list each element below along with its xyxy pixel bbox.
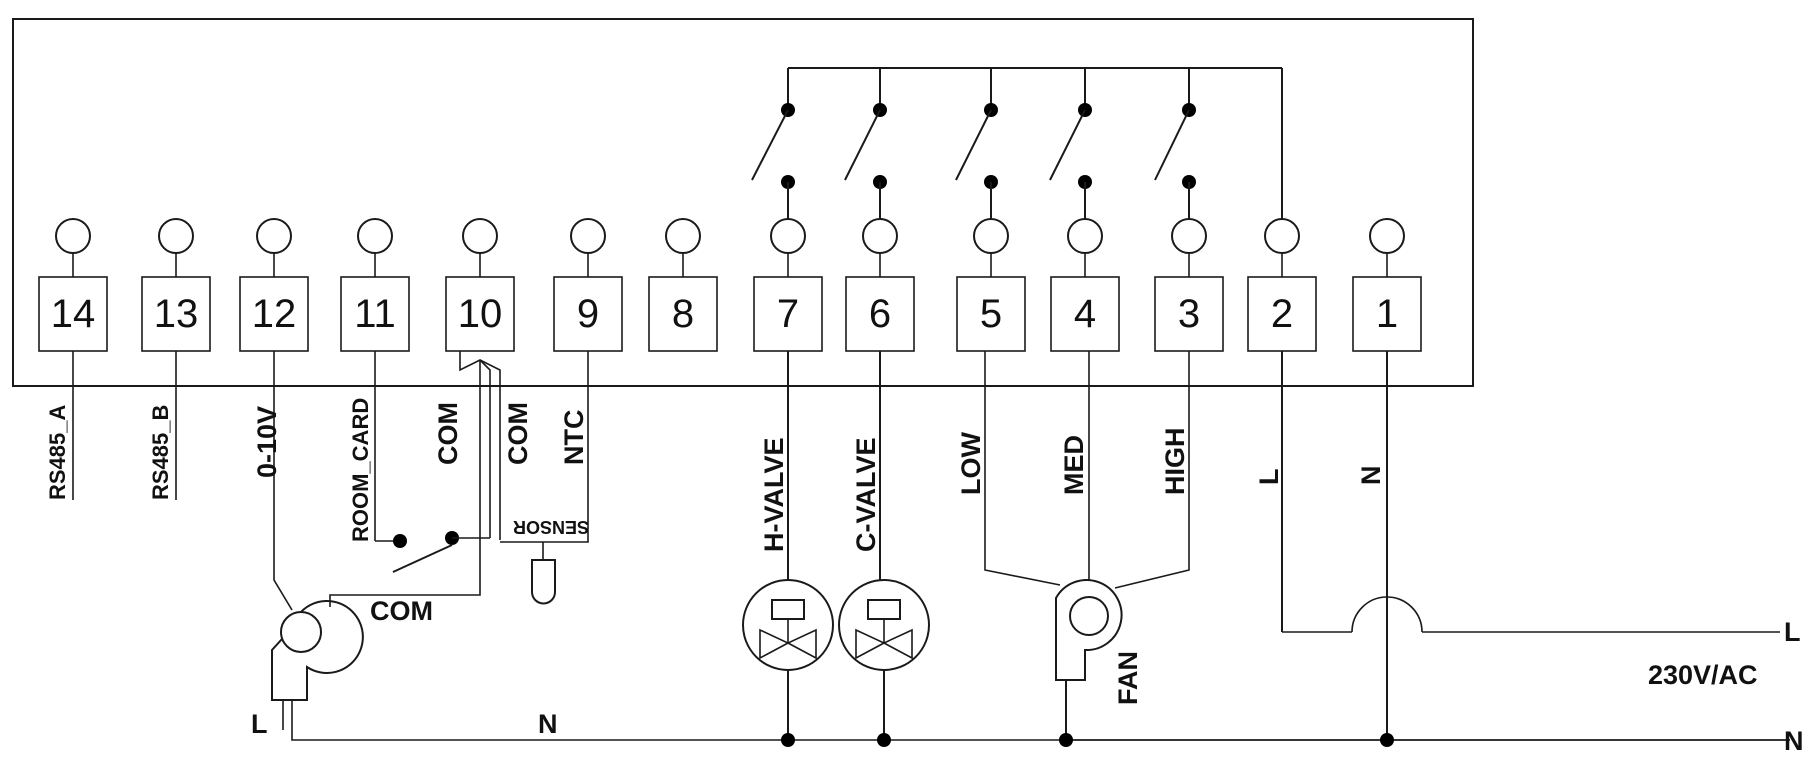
terminal-7: 7 <box>753 218 823 352</box>
terminal-screw-icon <box>462 218 498 254</box>
label-rs485-a: RS485_A <box>45 404 70 500</box>
terminal-block: 14 13 12 11 10 9 8 7 6 5 4 3 2 1 <box>38 218 1422 352</box>
terminal-box <box>845 276 915 352</box>
terminal-number: 8 <box>672 292 694 336</box>
terminal-4: 4 <box>1050 218 1120 352</box>
terminal-number: 2 <box>1271 292 1293 336</box>
terminal-box <box>141 276 211 352</box>
terminal-number: 11 <box>354 292 396 336</box>
label-line-end: L <box>1784 617 1801 647</box>
terminal-box <box>553 276 623 352</box>
terminal-number: 6 <box>869 292 891 336</box>
label-fan: FAN <box>1113 651 1143 705</box>
relay-contact-t6 <box>844 103 887 222</box>
label-neutral-end: N <box>1784 726 1804 756</box>
relay-contact-t4 <box>1049 103 1092 222</box>
terminal-box <box>956 276 1026 352</box>
signal-labels: RS485_A RS485_B 0-10V ROOM_CARD COM COM … <box>45 398 1386 705</box>
actuator-0-10v <box>271 351 1790 741</box>
terminal-box <box>1050 276 1120 352</box>
terminal-number: 9 <box>577 292 599 336</box>
relay-contacts <box>751 103 1196 222</box>
terminal-number: 14 <box>51 292 96 336</box>
fan-motor <box>984 351 1190 740</box>
terminal-5: 5 <box>956 218 1026 352</box>
terminal-box <box>1154 276 1224 352</box>
terminal-number: 5 <box>980 292 1002 336</box>
label-0-10v: 0-10V <box>252 406 282 478</box>
terminal-8: 8 <box>648 218 718 352</box>
terminal-2: 2 <box>1247 218 1317 352</box>
terminal-number: 4 <box>1074 292 1096 336</box>
terminal-12: 12 <box>239 218 309 352</box>
terminal-screw-icon <box>357 218 393 254</box>
terminal-screw-icon <box>1264 218 1300 254</box>
neutral-junctions <box>781 733 1394 747</box>
terminal-screw-icon <box>158 218 194 254</box>
relay-contact-t5 <box>955 103 998 222</box>
label-room-card: ROOM_CARD <box>348 398 373 542</box>
terminal-screw-icon <box>1369 218 1405 254</box>
label-n-t1: N <box>1356 466 1386 486</box>
label-l-t2: L <box>1254 469 1284 486</box>
terminal-screw-icon <box>1171 218 1207 254</box>
terminal-screw-icon <box>1067 218 1103 254</box>
label-supply-voltage: 230V/AC <box>1648 660 1758 690</box>
terminal-screw-icon <box>256 218 292 254</box>
terminal-number: 7 <box>777 292 799 336</box>
terminal-box <box>38 276 108 352</box>
label-c-valve: C-VALVE <box>851 438 881 553</box>
terminal-screw-icon <box>973 218 1009 254</box>
terminal-10: 10 <box>445 218 515 352</box>
label-low: LOW <box>956 432 986 495</box>
label-neutral-mid: N <box>538 709 558 739</box>
terminal-3: 3 <box>1154 218 1224 352</box>
terminal-box <box>445 276 515 352</box>
terminal-wires <box>72 351 1388 740</box>
terminal-number: 13 <box>154 292 199 336</box>
terminal-1: 1 <box>1352 218 1422 352</box>
terminal-number: 1 <box>1376 292 1398 336</box>
terminal-box <box>1247 276 1317 352</box>
terminal-screw-icon <box>665 218 701 254</box>
terminal-box <box>340 276 410 352</box>
label-com-t10: COM <box>433 402 463 465</box>
terminal-6: 6 <box>845 218 915 352</box>
ntc-sensor <box>500 465 589 605</box>
label-high: HIGH <box>1160 428 1190 496</box>
terminal-number: 3 <box>1178 292 1200 336</box>
room-card-switch <box>392 351 501 573</box>
terminal-number: 12 <box>252 292 297 336</box>
supply-lines <box>1066 596 1790 741</box>
terminal-screw-icon <box>55 218 91 254</box>
terminal-screw-icon <box>862 218 898 254</box>
relay-contact-t7 <box>751 103 795 222</box>
terminal-11: 11 <box>340 218 410 352</box>
c-valve-symbol <box>838 579 930 740</box>
label-com-t9: COM <box>503 402 533 465</box>
terminal-13: 13 <box>141 218 211 352</box>
terminal-9: 9 <box>553 218 623 352</box>
label-h-valve: H-VALVE <box>759 438 789 553</box>
external-labels: COM L N L 230V/AC N <box>251 596 1804 756</box>
label-com-actuator: COM <box>370 596 433 626</box>
terminal-box <box>648 276 718 352</box>
terminal-screw-icon <box>770 218 806 254</box>
label-ntc: NTC <box>559 410 589 466</box>
terminal-screw-icon <box>570 218 606 254</box>
h-valve-symbol <box>742 579 834 740</box>
terminal-number: 10 <box>458 292 503 336</box>
label-sensor: SENSOR <box>513 517 589 537</box>
relay-contact-t3 <box>1154 103 1196 222</box>
label-med: MED <box>1059 435 1089 495</box>
terminal-14: 14 <box>38 218 108 352</box>
controller-enclosure <box>12 18 1474 387</box>
label-rs485-b: RS485_B <box>148 405 173 500</box>
label-motor-l: L <box>251 709 268 739</box>
